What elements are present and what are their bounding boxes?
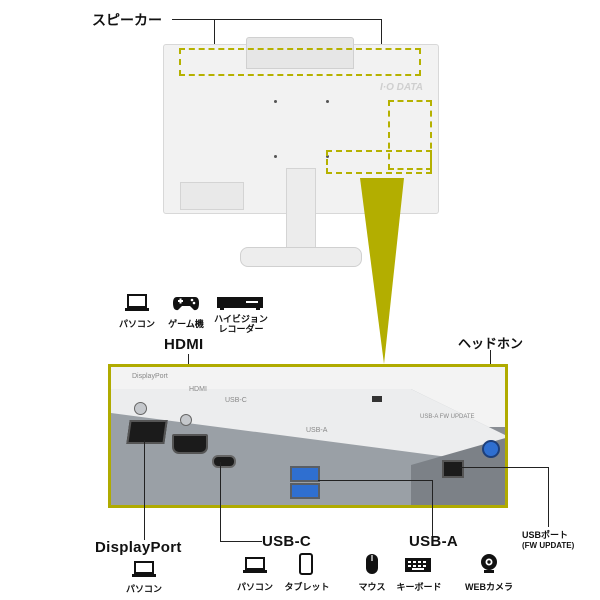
keyboard-icon — [403, 555, 433, 575]
device-label: キーボード — [396, 582, 442, 592]
device-label: パソコン — [236, 582, 273, 592]
laptop-icon — [242, 556, 268, 576]
usbc-title: USB-C — [262, 533, 311, 550]
screw-icon — [180, 414, 192, 426]
device-label: WEBカメラ — [465, 582, 513, 592]
screw-hole — [326, 100, 329, 103]
laptop-icon — [124, 292, 150, 314]
speaker-leader-line — [172, 19, 382, 20]
hdmi-port[interactable] — [172, 434, 208, 454]
device-label: マウス — [358, 582, 386, 592]
recorder-icon — [216, 292, 264, 314]
kensington-slot — [372, 396, 382, 402]
device-label: ハイビジョン レコーダー — [214, 314, 268, 334]
brand-logo: I·O DATA — [380, 82, 423, 93]
screw-hole — [274, 155, 277, 158]
usb-port-label-line1: USBポート — [522, 530, 569, 540]
laptop-icon — [131, 560, 157, 580]
hdmi-title: HDMI — [164, 336, 204, 353]
usb-fw-port[interactable] — [442, 460, 464, 478]
gamepad-icon — [172, 292, 200, 314]
speaker-zone — [179, 48, 421, 76]
displayport-title: DisplayPort — [95, 539, 182, 556]
usb-port-label-line2: (FW UPDATE) — [522, 541, 575, 550]
device-label: パソコン — [118, 319, 155, 329]
displayport-port[interactable] — [126, 420, 168, 444]
speaker-label: スピーカー — [92, 12, 162, 28]
webcam-icon — [477, 552, 501, 576]
stand-base — [240, 247, 362, 267]
panel-label-displayport: DisplayPort — [132, 373, 168, 380]
tablet-icon — [296, 552, 316, 576]
usba-port-2[interactable] — [290, 483, 320, 499]
zoom-beam — [360, 178, 404, 364]
device-label: パソコン — [125, 584, 162, 594]
screw-icon — [134, 402, 147, 415]
device-label: ゲーム機 — [168, 319, 204, 329]
screw-hole — [274, 100, 277, 103]
panel-label-hdmi: HDMI — [189, 386, 207, 393]
usba-port-1[interactable] — [290, 466, 320, 482]
spec-label-sticker — [180, 182, 244, 210]
bottom-port-zone — [326, 150, 432, 174]
panel-label-usba: USB-A — [306, 427, 328, 434]
vesa-mount-plate — [246, 37, 354, 69]
usba-title: USB-A — [409, 533, 458, 550]
headphone-label: ヘッドホン — [458, 336, 524, 351]
panel-label-usb-fw: USB-A FW UPDATE — [420, 414, 475, 420]
headphone-jack[interactable] — [482, 440, 500, 458]
stand-neck — [286, 168, 316, 252]
mouse-icon — [364, 552, 380, 576]
usb-port-label: USBポート (FW UPDATE) — [522, 528, 574, 550]
device-label: タブレット — [284, 582, 330, 592]
side-port-zone — [388, 100, 432, 170]
usbc-port[interactable] — [212, 455, 236, 468]
panel-label-usbc: USB-C — [225, 397, 247, 404]
